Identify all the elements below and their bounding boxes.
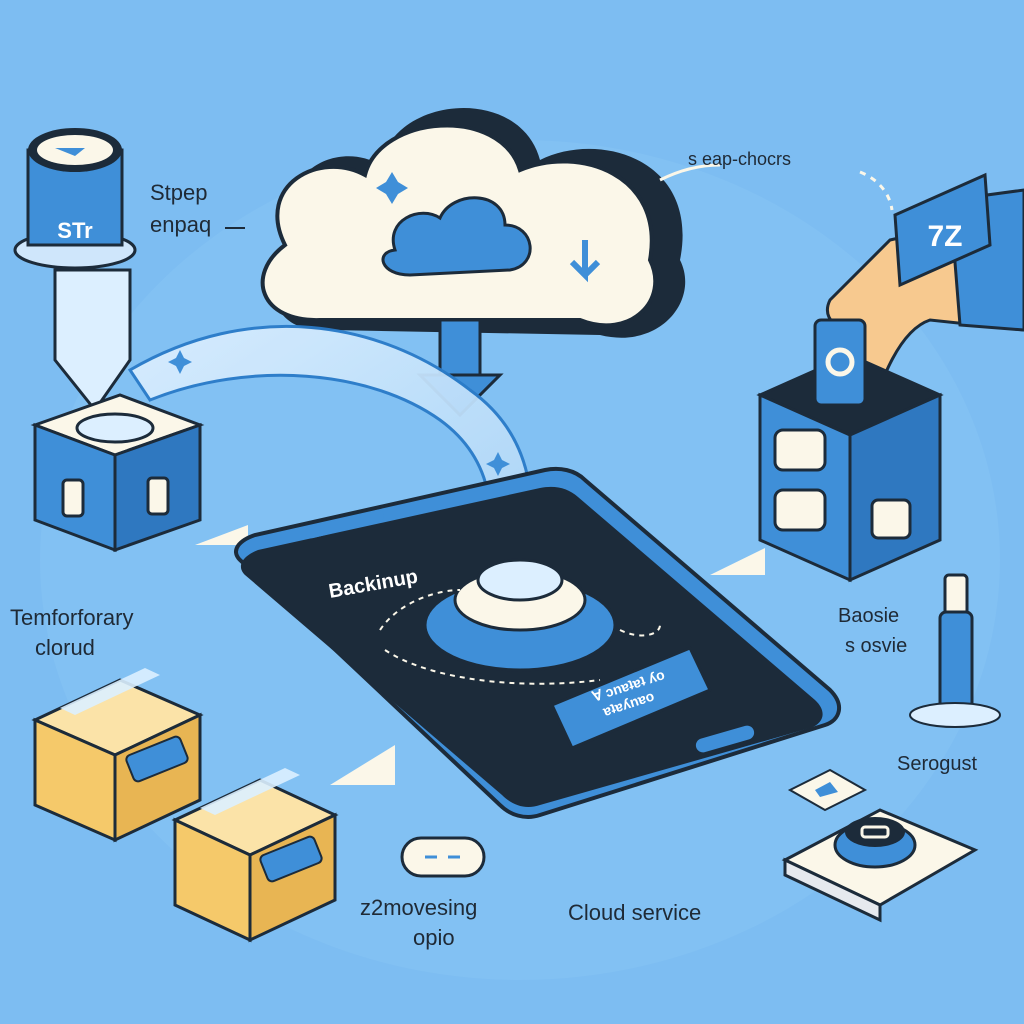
temporary-label-1: Temforforary — [10, 605, 133, 630]
curve-line — [659, 163, 721, 182]
flow-arrow-icon — [53, 268, 132, 413]
card-text: 7Z — [927, 220, 962, 253]
cylinder-badge: STr — [57, 218, 93, 243]
basic-label-1: Baosie — [838, 605, 899, 627]
sync-path — [379, 589, 661, 637]
play-icon — [55, 148, 85, 156]
step-label-1: Stpep — [150, 180, 208, 205]
seroguat-label: Serogust — [897, 753, 977, 775]
usb-stick — [909, 573, 1001, 728]
pointer-arrow-icon — [195, 525, 248, 545]
parcel-box — [171, 768, 339, 943]
base-station — [781, 808, 979, 923]
shipping-label-icon — [259, 835, 323, 883]
cloud-storage-icon — [260, 107, 686, 338]
pill-toggle[interactable] — [400, 836, 486, 878]
sparkle-icon — [486, 452, 510, 476]
card-7z: 7Z — [893, 172, 992, 288]
sparkle-icon — [168, 350, 192, 374]
small-tile — [787, 768, 868, 812]
screen-action-button[interactable]: Ɐ ɔnɐʇɐʇ ʎo ɐʇɐʎnɐo — [549, 646, 713, 750]
info-icon — [146, 476, 170, 516]
sparkle-icon — [376, 172, 408, 204]
cloud-service-label: Cloud service — [568, 900, 701, 925]
download-arrow-icon — [569, 240, 601, 283]
box-label-icon — [773, 428, 827, 472]
temporary-storage-box — [30, 393, 205, 553]
temporary-label-2: clorud — [35, 635, 95, 660]
smartphone: Backinup Ɐ ɔnɐʇɐʇ ʎo ɐʇɐʎnɐo — [234, 466, 841, 819]
shipping-label-icon — [125, 735, 189, 783]
box-label-icon — [870, 498, 912, 540]
parcel-box — [31, 668, 204, 843]
moving-label-2: opio — [413, 925, 455, 950]
box-label-icon — [773, 488, 827, 532]
dashed-arrow-icon — [859, 170, 894, 211]
home-button[interactable] — [694, 724, 756, 754]
inner-cloud-icon — [381, 196, 532, 277]
speaker-slot — [306, 509, 384, 539]
info-icon — [61, 478, 85, 518]
pointer-arrow-icon — [330, 745, 395, 785]
step-label-2: enpaq — [150, 212, 211, 237]
power-icon — [860, 825, 890, 839]
basic-label-2: s osvie — [845, 635, 907, 657]
keep-choose-label: s eap-chocrs — [688, 149, 791, 169]
moving-label-1: z2movesing — [360, 895, 477, 920]
storage-cylinder: STr — [13, 128, 137, 270]
storage-box-right — [756, 318, 944, 583]
inserted-card — [813, 318, 867, 407]
pointer-arrow-icon — [710, 548, 765, 575]
